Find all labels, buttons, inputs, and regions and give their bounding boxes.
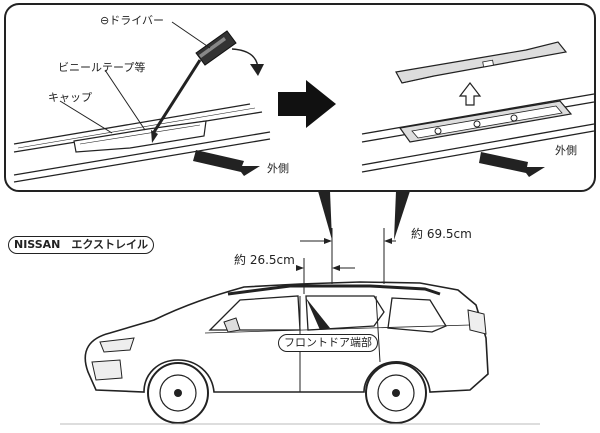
measurement-short-label: 約 26.5cm — [234, 253, 295, 267]
front-door-edge-label: フロントドア端部 — [278, 334, 378, 352]
front-door-edge-pointer — [306, 298, 330, 330]
cap-piece — [73, 120, 207, 153]
dimension-arrowheads — [296, 238, 392, 271]
pointer-left — [318, 191, 332, 240]
lifted-cap — [395, 41, 568, 84]
outside-arrow-right — [479, 152, 545, 177]
wheel-rear — [365, 362, 427, 424]
vehicle-model-label: NISSAN エクストレイル — [8, 236, 155, 254]
pointer-right — [394, 191, 410, 240]
cap-label: キャップ — [48, 91, 92, 104]
wheel-front — [147, 362, 209, 424]
outside-arrow-left — [193, 150, 260, 176]
lift-up-arrow — [458, 82, 482, 106]
outside-label-left: 外側 — [267, 162, 289, 175]
outside-label-right: 外側 — [555, 144, 577, 157]
screwdriver-label: ⊖ドライバー — [100, 14, 164, 27]
vinyl-tape-label: ビニールテープ等 — [58, 61, 146, 74]
process-arrow — [278, 80, 336, 128]
leader-lines — [59, 21, 211, 134]
screwdriver-icon — [151, 30, 264, 143]
measurement-long-label: 約 69.5cm — [411, 227, 472, 241]
mounting-recess — [398, 100, 573, 143]
